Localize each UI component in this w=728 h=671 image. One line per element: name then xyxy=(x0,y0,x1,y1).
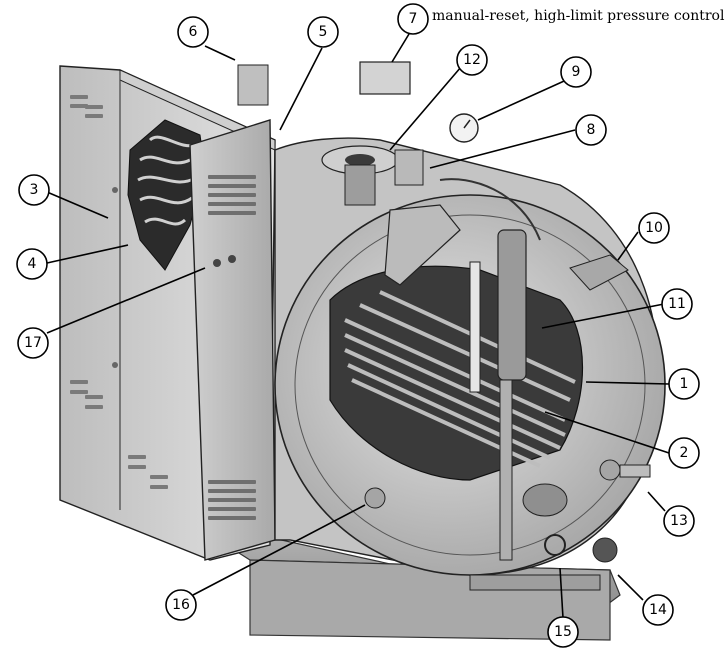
callout-7-caption: manual-reset, high-limit pressure contro… xyxy=(432,8,725,24)
boiler-shell xyxy=(274,137,666,591)
svg-text:6: 6 xyxy=(189,24,198,40)
callouts: 1 2 3 4 5 6 7 8 9 10 11 12 13 14 15 16 1… xyxy=(16,3,700,648)
callout-15: 15 xyxy=(547,616,579,648)
callout-6: 6 xyxy=(177,16,209,48)
svg-text:7: 7 xyxy=(409,11,418,27)
svg-text:9: 9 xyxy=(572,64,581,80)
callout-1: 1 xyxy=(668,368,700,400)
callout-2: 2 xyxy=(668,437,700,469)
callout-13: 13 xyxy=(663,505,695,537)
svg-text:16: 16 xyxy=(172,597,190,613)
svg-text:8: 8 xyxy=(587,122,596,138)
svg-text:1: 1 xyxy=(680,376,689,392)
svg-text:10: 10 xyxy=(645,220,663,236)
svg-text:4: 4 xyxy=(28,256,37,272)
callout-8: 8 xyxy=(575,114,607,146)
svg-text:2: 2 xyxy=(680,445,689,461)
top-fittings xyxy=(237,61,629,291)
callout-7: 7 xyxy=(397,3,429,35)
callout-12: 12 xyxy=(456,44,488,76)
callout-3: 3 xyxy=(18,174,50,206)
svg-text:5: 5 xyxy=(319,24,328,40)
callout-9: 9 xyxy=(560,56,592,88)
callout-4: 4 xyxy=(16,248,48,280)
callout-17: 17 xyxy=(17,327,49,359)
svg-text:13: 13 xyxy=(670,513,688,529)
callout-5: 5 xyxy=(307,16,339,48)
leader-lines xyxy=(46,33,670,619)
callout-16: 16 xyxy=(165,589,197,621)
svg-text:12: 12 xyxy=(463,52,481,68)
callout-14: 14 xyxy=(642,594,674,626)
svg-text:17: 17 xyxy=(24,335,42,351)
cabinet-door xyxy=(189,119,276,561)
svg-text:14: 14 xyxy=(649,602,667,618)
callout-10: 10 xyxy=(638,212,670,244)
svg-text:3: 3 xyxy=(30,182,39,198)
svg-text:11: 11 xyxy=(668,296,686,312)
svg-text:15: 15 xyxy=(554,624,572,640)
callout-11: 11 xyxy=(661,288,693,320)
